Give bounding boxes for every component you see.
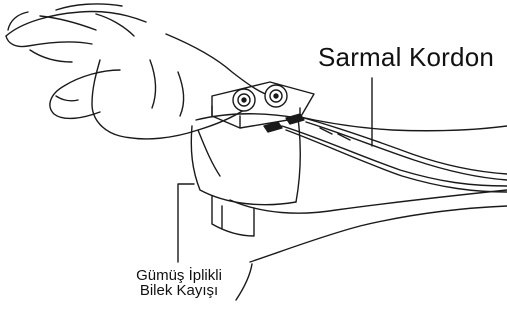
- wrist-strap-label-line1: Gümüş İplikli: [104, 268, 254, 283]
- hand-outline: [92, 60, 250, 139]
- snap-button-right: [265, 85, 287, 107]
- coil-cord-label: Sarmal Kordon: [318, 42, 494, 73]
- leader-wrist-strap: [178, 184, 194, 262]
- forearm-outline: [230, 190, 507, 213]
- strap-front: [191, 126, 296, 205]
- wrist-strap-label-line2: Bilek Kayışı: [104, 283, 254, 298]
- coil-cord-1: [282, 126, 507, 186]
- snap-button-left: [233, 89, 255, 111]
- wrist-strap-label: Gümüş İplikli Bilek Kayışı: [104, 268, 254, 298]
- coil-cord-3: [304, 118, 507, 174]
- thumb: [50, 70, 120, 118]
- forearm-underside: [250, 206, 507, 262]
- finger-knuckles: [96, 14, 134, 36]
- connector-right: [286, 114, 304, 124]
- hand-wrist-left: [198, 130, 220, 176]
